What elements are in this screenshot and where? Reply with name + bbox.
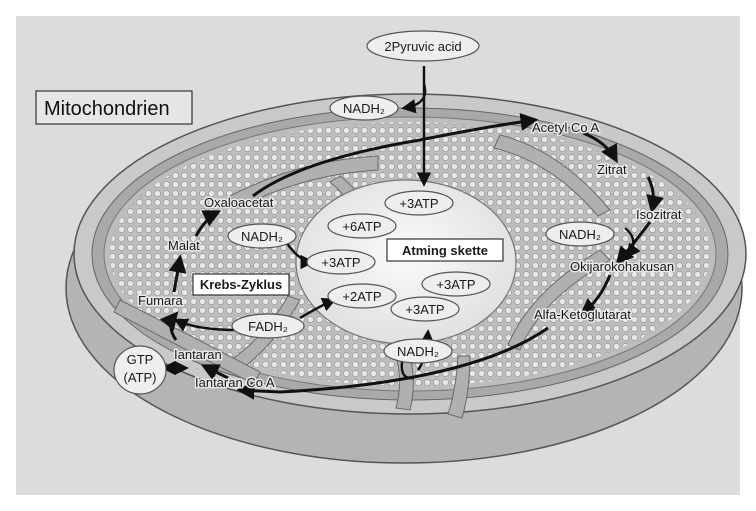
atp-f-label: +3ATP [405,302,444,317]
fumara-label: Fumara [138,293,184,308]
alfa-ketoglutarat-label: Alfa-Ketoglutarat [534,307,631,322]
title-text: Mitochondrien [44,98,170,120]
atp-b-label: +6ATP [342,219,381,234]
atp-d-label: +2ATP [342,289,381,304]
fadh-label: FADH₂ [248,319,288,334]
oxaloacetat-label: Oxaloacetat [204,195,274,210]
zitrat-label: Zitrat [597,162,627,177]
malat-label: Malat [168,238,200,253]
krebs-cycle-label: Krebs-Zyklus [200,277,282,292]
nadh-bottom-label: NADH₂ [397,344,439,359]
okijarokohakusan-label: Okijarokohakusan [570,259,674,274]
acetyl-coa-label: Acetyl Co A [532,120,600,135]
nadh-right-label: NADH₂ [559,227,601,242]
nadh-left-label: NADH₂ [241,229,283,244]
atp-e-label: +3ATP [436,277,475,292]
gtp-sub-label: (ATP) [124,370,157,385]
gtp-label: GTP [127,352,154,367]
nadh-top-label: NADH₂ [343,101,385,116]
iantaran-coa-label: Iantaran Co A [195,375,275,390]
atp-a-label: +3ATP [399,196,438,211]
atp-c-label: +3ATP [321,255,360,270]
iantaran-label: Iantaran [174,347,222,362]
isozitrat-label: Isozitrat [636,207,682,222]
respiratory-chain-label: Atming skette [402,243,488,258]
pyruvic-acid-label: 2Pyruvic acid [384,39,461,54]
